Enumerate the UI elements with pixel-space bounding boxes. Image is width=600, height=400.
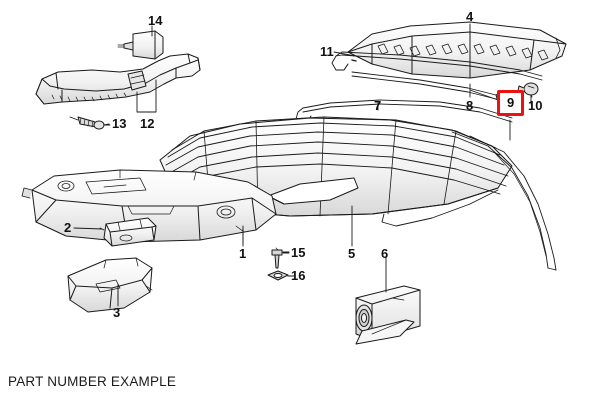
callout-13: 13 [112,116,127,131]
callout-2: 2 [64,220,72,235]
callout-6: 6 [381,246,389,261]
callout-11: 11 [320,44,334,59]
part-3-sun-visor [67,257,153,313]
callout-4: 4 [466,9,474,24]
callout-9-highlighted: 9 [497,90,525,116]
callout-3: 3 [113,305,121,320]
figure-caption: PART NUMBER EXAMPLE [8,374,177,389]
part-13-screw [69,116,111,130]
callout-7: 7 [374,98,382,113]
part-12-grab-handle [35,53,201,113]
part-10-fastener [517,82,539,105]
callout-16: 16 [291,268,306,283]
part-1-parcel-shelf [21,169,277,243]
part-4-window-trim [347,21,567,79]
callout-10: 10 [528,98,543,113]
callout-15: 15 [291,245,306,260]
callout-1: 1 [239,246,247,261]
part-15-rivet [271,247,290,269]
part-11-weatherstrip [331,51,543,81]
callout-5: 5 [348,246,356,261]
part-6-fabric-roll [355,285,421,345]
part-2-visor-clip [99,217,157,247]
part-14-handle-cap [117,30,164,60]
callout-14: 14 [148,13,163,28]
roof-side-rail [451,131,557,271]
callout-8: 8 [466,98,474,113]
callout-12: 12 [140,116,155,131]
